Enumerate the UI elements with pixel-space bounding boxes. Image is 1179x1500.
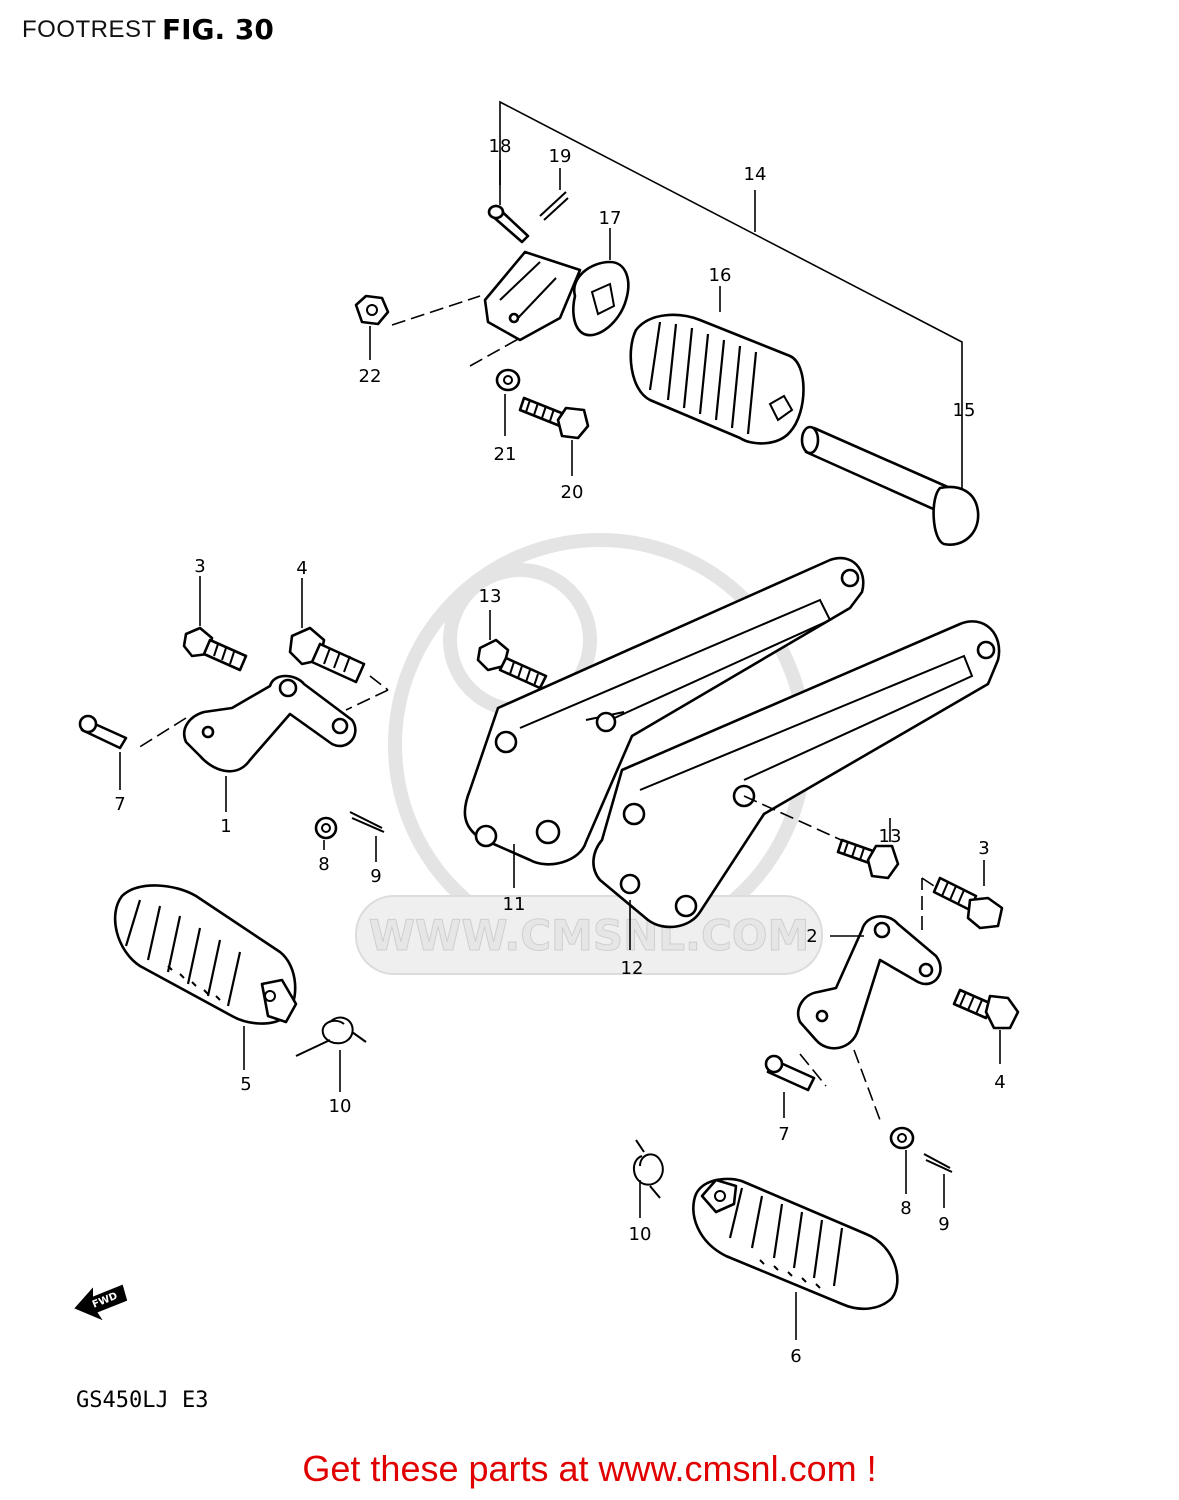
footer-parts-link[interactable]: Get these parts at www.cmsnl.com ! xyxy=(302,1448,877,1489)
callout-3-left: 3 xyxy=(194,556,205,577)
part-8-washer-right xyxy=(889,1126,915,1194)
callout-21: 21 xyxy=(494,444,517,465)
callout-9-left: 9 xyxy=(370,866,381,887)
part-9-cotter-pin-right xyxy=(923,1153,953,1208)
part-15-footrest-pin xyxy=(800,425,980,546)
part-16-rear-footrest-rubber xyxy=(629,286,805,445)
callout-16: 16 xyxy=(709,265,732,286)
callout-17: 17 xyxy=(599,208,622,229)
part-7-clevis-pin-right xyxy=(764,1054,816,1118)
part-11-rear-footrest-bracket xyxy=(463,556,865,866)
callout-numbers: 18 19 14 17 16 22 15 21 20 3 4 13 7 1 8 … xyxy=(114,136,1005,1367)
part-19-cotter-pin xyxy=(539,168,569,221)
part-4-bolt-left xyxy=(288,578,389,711)
leader-14 xyxy=(499,100,963,500)
part-10-spring-left xyxy=(295,1016,367,1092)
part-9-cotter-pin-left xyxy=(349,811,385,862)
callout-13-upper: 13 xyxy=(479,586,502,607)
part-13-bolt-lower xyxy=(743,795,900,880)
callout-9-right: 9 xyxy=(938,1214,949,1235)
callout-4-left: 4 xyxy=(296,558,307,579)
callout-18: 18 xyxy=(489,136,512,157)
callout-20: 20 xyxy=(561,482,584,503)
part-1-footrest-bracket-left xyxy=(137,674,357,812)
part-21-washer xyxy=(495,368,521,436)
callout-6: 6 xyxy=(790,1346,801,1367)
figure-number: FIG. 30 xyxy=(162,13,274,46)
callout-5: 5 xyxy=(240,1074,251,1095)
watermark: WWW.CMSNL.COM xyxy=(355,533,823,975)
part-6-footrest-rubber-right xyxy=(692,1177,899,1340)
callout-19: 19 xyxy=(549,146,572,167)
part-7-clevis-pin-left xyxy=(78,714,128,790)
callout-14: 14 xyxy=(744,164,767,185)
callout-15: 15 xyxy=(953,400,976,421)
part-2-footrest-bracket-right xyxy=(797,878,942,1121)
callout-11: 11 xyxy=(503,894,526,915)
callout-8-left: 8 xyxy=(318,854,329,875)
watermark-text: WWW.CMSNL.COM xyxy=(369,911,810,960)
callout-22: 22 xyxy=(359,366,382,387)
callout-3-right: 3 xyxy=(978,838,989,859)
callout-10-right: 10 xyxy=(629,1224,652,1245)
part-5-footrest-rubber-left xyxy=(113,884,298,1070)
part-20-bolt xyxy=(518,396,590,476)
part-8-washer-left xyxy=(314,816,338,850)
part-3-bolt-left xyxy=(182,576,248,672)
callout-1: 1 xyxy=(220,816,231,837)
callout-13-lower: 13 xyxy=(879,826,902,847)
callout-8-right: 8 xyxy=(900,1198,911,1219)
model-code: GS450LJ E3 xyxy=(76,1388,209,1413)
callout-4-right: 4 xyxy=(994,1072,1005,1093)
part-22-nut xyxy=(354,294,390,360)
callout-7-right: 7 xyxy=(778,1124,789,1145)
part-18-clevis-pin xyxy=(487,160,530,244)
figure-title: FOOTREST xyxy=(22,16,157,43)
forward-direction-arrow: FWD xyxy=(74,1284,128,1321)
callout-10-left: 10 xyxy=(329,1096,352,1117)
part-17-plate xyxy=(572,228,630,337)
callout-7-left: 7 xyxy=(114,794,125,815)
part-13-bolt-upper xyxy=(476,610,548,690)
part-3-bolt-right xyxy=(921,860,1004,930)
part-4-bolt-right xyxy=(952,988,1020,1064)
callout-2: 2 xyxy=(806,926,817,947)
rear-footrest-bracket xyxy=(391,250,582,367)
part-10-spring-right xyxy=(633,1139,664,1218)
callout-12: 12 xyxy=(621,958,644,979)
